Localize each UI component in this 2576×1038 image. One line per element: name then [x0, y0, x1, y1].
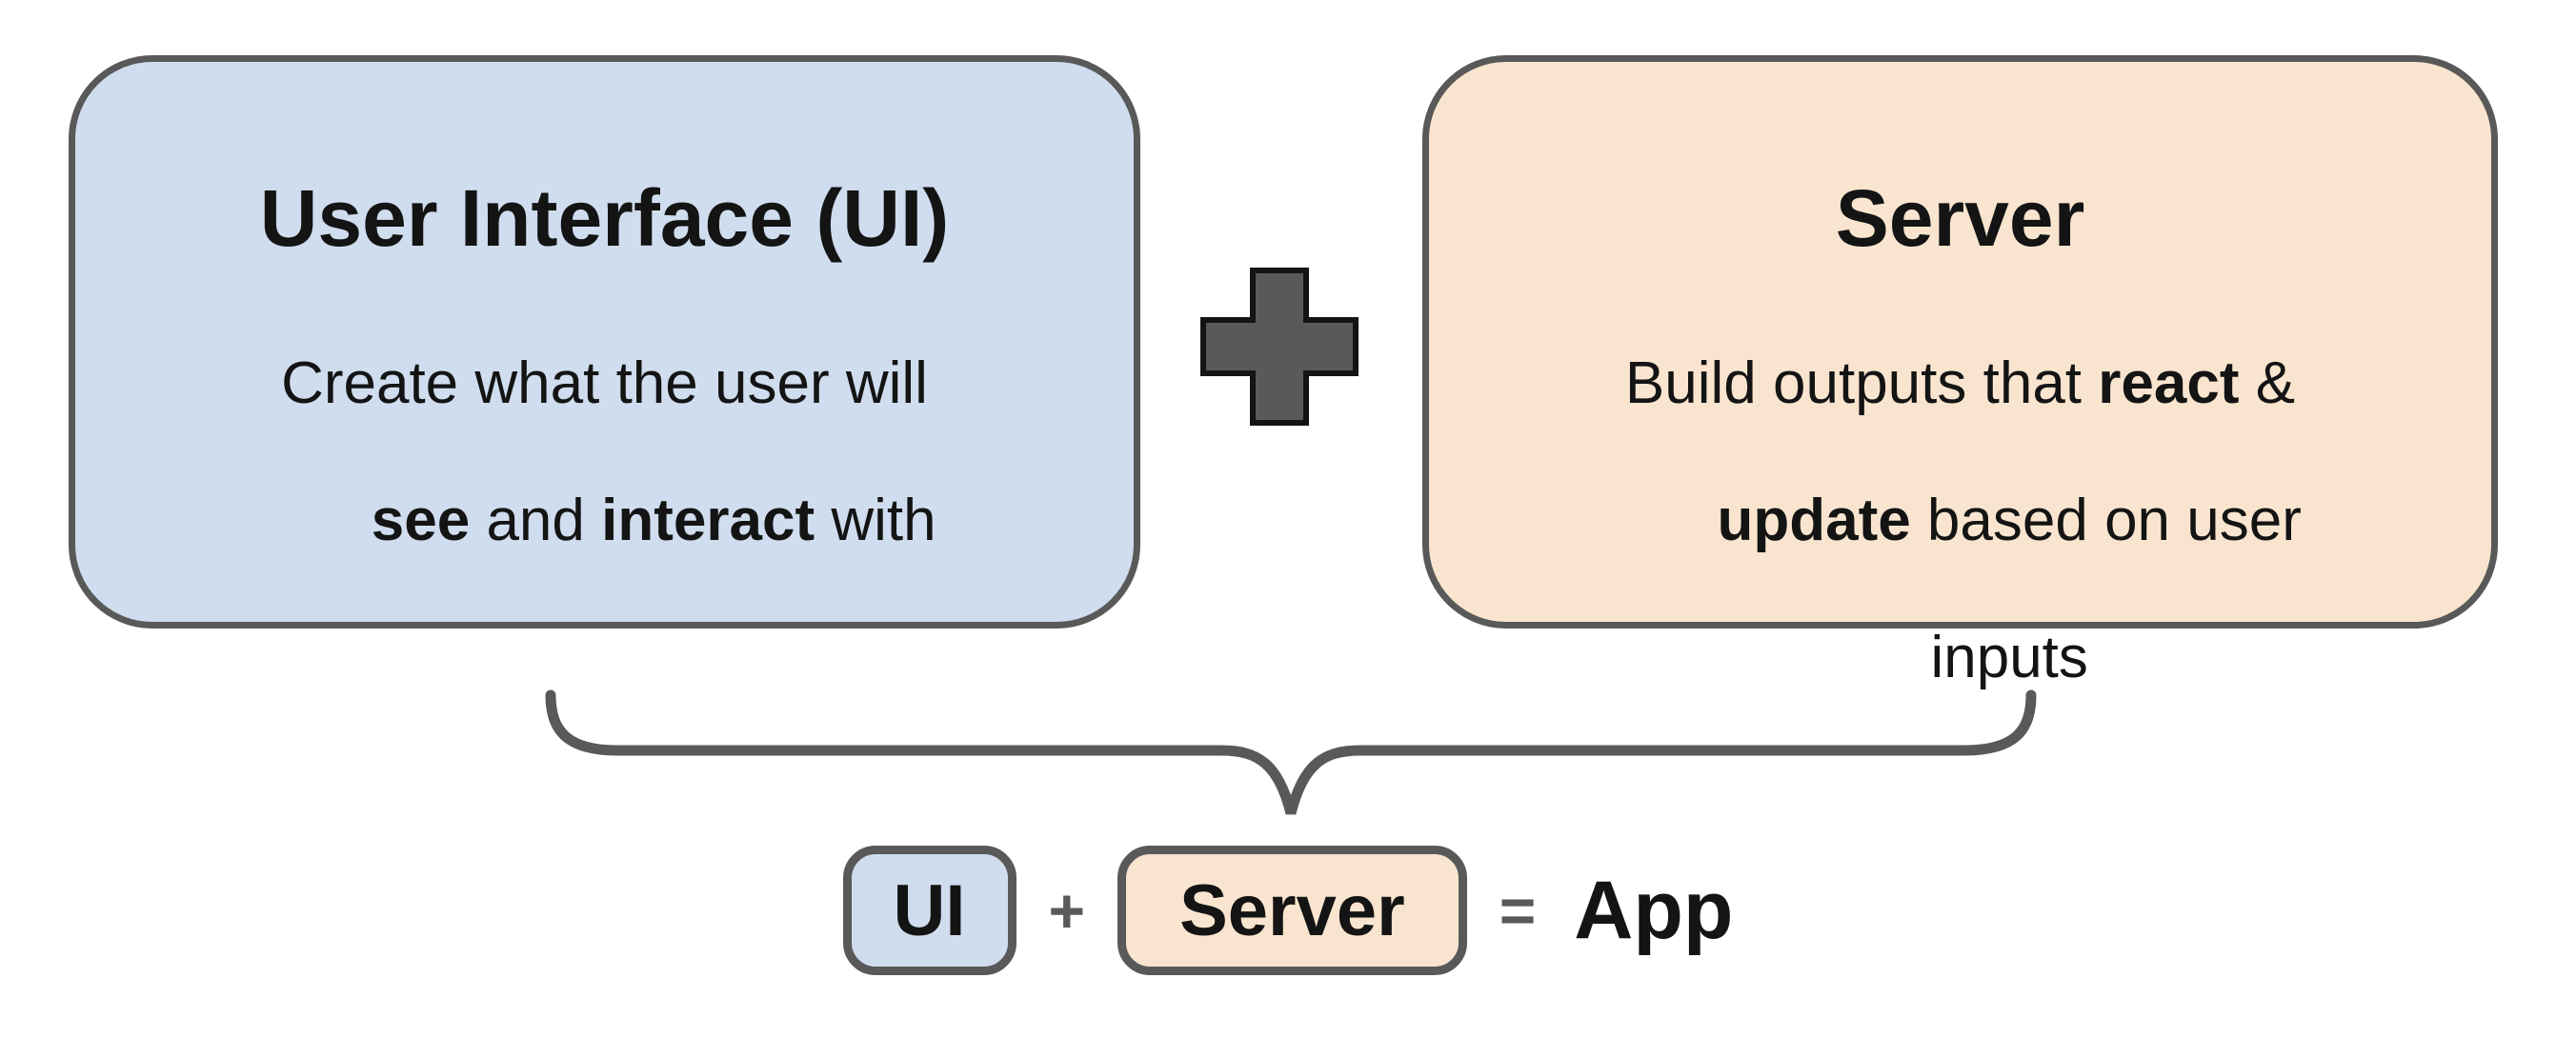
ui-box-body: Create what the user will see and intera… — [272, 349, 936, 555]
app-result-label: App — [1574, 865, 1734, 956]
ui-box-title: User Interface (UI) — [259, 173, 950, 263]
curly-brace-svg — [545, 689, 2037, 815]
ui-body-bold-interact: interact — [601, 488, 815, 553]
server-body-line3: inputs — [1930, 625, 2088, 690]
server-box-body: Build outputs that react & update based … — [1619, 349, 2302, 692]
server-chip: Server — [1117, 846, 1467, 975]
equals-operator: = — [1499, 875, 1537, 946]
server-chip-label: Server — [1179, 869, 1405, 951]
ui-body-tail: with — [815, 488, 936, 553]
curly-brace-icon — [543, 689, 2041, 823]
ui-chip-label: UI — [893, 869, 966, 951]
server-body-bold-update: update — [1717, 488, 1911, 553]
ui-box: User Interface (UI) Create what the user… — [69, 55, 1140, 629]
server-box: Server Build outputs that react & update… — [1422, 55, 2498, 690]
ui-body-mid: and — [470, 488, 602, 553]
server-body-line1-tail: & — [2239, 350, 2296, 416]
ui-body-line1: Create what the user will — [281, 350, 928, 416]
ui-body-bold-see: see — [371, 488, 471, 553]
equation-row: UI + Server = App — [0, 846, 2576, 975]
server-body-line2-tail: based on user — [1910, 488, 2302, 553]
server-body-bold-react: react — [2098, 350, 2240, 416]
plus-operator: + — [1048, 875, 1086, 946]
server-body-head: Build outputs that — [1624, 350, 2099, 416]
ui-chip: UI — [842, 846, 1016, 975]
plus-icon — [1200, 268, 1358, 426]
plus-icon-svg — [1200, 268, 1358, 426]
server-box-title: Server — [1835, 173, 2085, 263]
